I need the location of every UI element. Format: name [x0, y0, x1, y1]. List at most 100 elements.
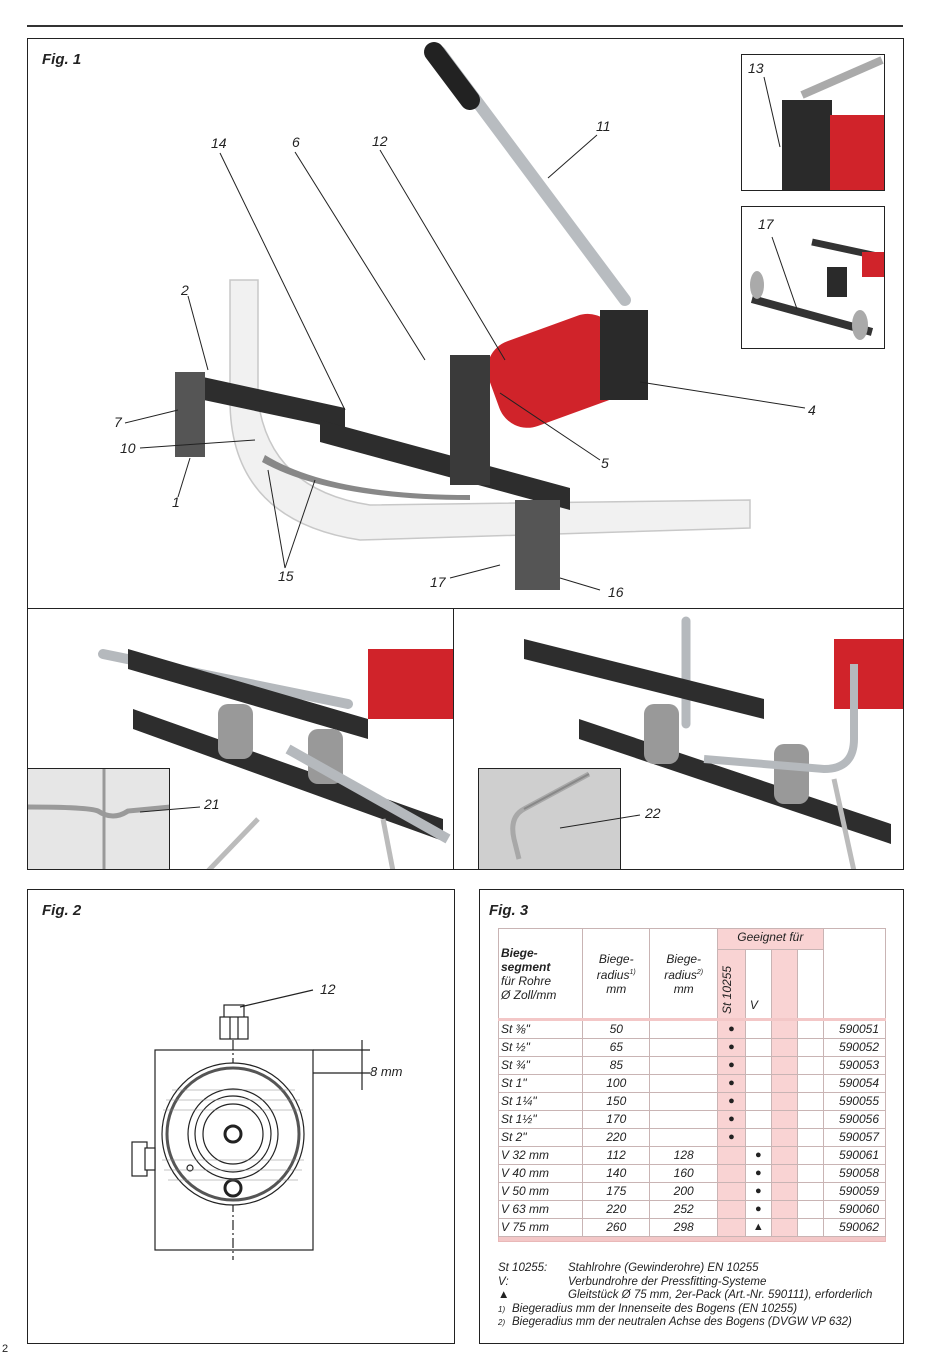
radius2-cell: 128 [649, 1146, 718, 1165]
radius1-cell: 100 [582, 1074, 651, 1093]
photo-left-panel [27, 608, 455, 870]
article-number-cell: 590054 [822, 1074, 887, 1093]
callout-14: 14 [211, 135, 227, 151]
empty-cell [770, 1056, 798, 1075]
st-cell: ● [716, 1128, 746, 1147]
header-radius2-l2: radius [664, 967, 697, 982]
callout-22: 22 [645, 805, 661, 821]
empty-cell [796, 1218, 824, 1237]
segment-cell: V 40 mm [497, 1164, 584, 1183]
v-cell [744, 1092, 772, 1111]
legend-row-1: St 10255:Stahlrohre (Gewinderohre) EN 10… [498, 1262, 759, 1274]
empty-cell [796, 1038, 824, 1057]
header-suitable-for: Geeignet für [716, 928, 824, 950]
empty-cell [770, 1018, 798, 1039]
detail-21-inset [27, 768, 170, 870]
segment-cell: St ½" [497, 1038, 584, 1057]
article-number-cell: 590051 [822, 1018, 887, 1039]
bend-segment-table: Biege- segment für Rohre Ø Zoll/mm Biege… [497, 928, 887, 1242]
empty-cell [770, 1092, 798, 1111]
article-number-cell: 590056 [822, 1110, 887, 1129]
empty-cell [796, 1146, 824, 1165]
fig3-legend: St 10255:Stahlrohre (Gewinderohre) EN 10… [498, 1262, 872, 1330]
table-row: St ¾"85 ● 590053 [497, 1056, 887, 1075]
header-radius1-l1: Biege- [598, 951, 634, 966]
segment-cell: St 1¼" [497, 1092, 584, 1111]
radius2-cell [649, 1110, 718, 1129]
callout-11: 11 [596, 118, 611, 134]
radius2-cell [649, 1092, 718, 1111]
header-radius1-l3: mm [606, 981, 627, 996]
st-cell: ● [716, 1038, 746, 1057]
st-cell [716, 1200, 746, 1219]
radius2-cell: 298 [649, 1218, 718, 1237]
header-radius1-cell: Biege- radius1) mm [582, 928, 651, 1020]
table-row: St ½"65●590052 [497, 1038, 887, 1057]
radius2-cell [649, 1038, 718, 1057]
st-cell: ● [716, 1018, 746, 1039]
segment-cell: V 75 mm [497, 1218, 584, 1237]
v-cell [744, 1128, 772, 1147]
article-number-cell: 590053 [822, 1056, 887, 1075]
st-cell [716, 1182, 746, 1201]
segment-cell: St 2" [497, 1128, 584, 1147]
inset-13-panel [741, 54, 885, 191]
photo-right-panel [453, 608, 904, 870]
table-row: St 1"100●590054 [497, 1074, 887, 1093]
article-number-cell: 590062 [822, 1218, 887, 1237]
table-row: St 1½"170●590056 [497, 1110, 887, 1129]
fig3-label: Fig. 3 [489, 902, 529, 919]
st-cell [716, 1164, 746, 1183]
radius1-cell: 50 [582, 1018, 651, 1039]
segment-cell: V 50 mm [497, 1182, 584, 1201]
article-number-cell: 590060 [822, 1200, 887, 1219]
header-segment-bold1: Biege- [501, 945, 538, 960]
header-radius1-sup: 1) [629, 968, 636, 976]
header-segment-bold2: segment [501, 959, 551, 974]
callout-1: 1 [172, 494, 180, 510]
header-empty-col1 [770, 949, 798, 1020]
radius1-cell: 150 [582, 1092, 651, 1111]
v-cell: ▲ [744, 1218, 772, 1237]
article-number-cell: 590058 [822, 1164, 887, 1183]
empty-cell [770, 1110, 798, 1129]
v-cell [744, 1110, 772, 1129]
empty-cell [796, 1200, 824, 1219]
header-article-cell [822, 928, 887, 1020]
article-number-cell: 590055 [822, 1092, 887, 1111]
radius1-cell: 112 [582, 1146, 651, 1165]
callout-10: 10 [120, 440, 136, 456]
callout-4: 4 [808, 402, 816, 418]
empty-cell [770, 1164, 798, 1183]
radius1-cell: 85 [582, 1056, 651, 1075]
radius1-cell: 220 [582, 1200, 651, 1219]
header-v-cell: V [744, 949, 772, 1020]
segment-cell: St ¾" [497, 1056, 584, 1075]
radius2-cell [649, 1056, 718, 1075]
table-row: St ⅜"50●590051 [497, 1018, 887, 1039]
article-number-cell: 590057 [822, 1128, 887, 1147]
v-cell: ● [744, 1164, 772, 1183]
empty-cell [770, 1038, 798, 1057]
top-rule [27, 25, 903, 27]
fig2-label: Fig. 2 [42, 902, 82, 919]
empty-cell [796, 1018, 824, 1039]
empty-cell [770, 1182, 798, 1201]
header-segment-cell: Biege- segment für Rohre Ø Zoll/mm [497, 928, 584, 1020]
header-segment-line4: Ø Zoll/mm [501, 987, 557, 1002]
header-radius1-l2: radius [596, 967, 630, 982]
legend-row-2: V:Verbundrohre der Pressfitting-Systeme [498, 1275, 767, 1288]
article-number-cell: 590059 [822, 1182, 887, 1201]
v-cell [744, 1074, 772, 1093]
radius1-cell: 260 [582, 1218, 651, 1237]
callout-12: 12 [372, 133, 388, 149]
st-cell: ● [716, 1056, 746, 1075]
table-row: St 1¼"150●590055 [497, 1092, 887, 1111]
radius2-cell: 160 [649, 1164, 718, 1183]
